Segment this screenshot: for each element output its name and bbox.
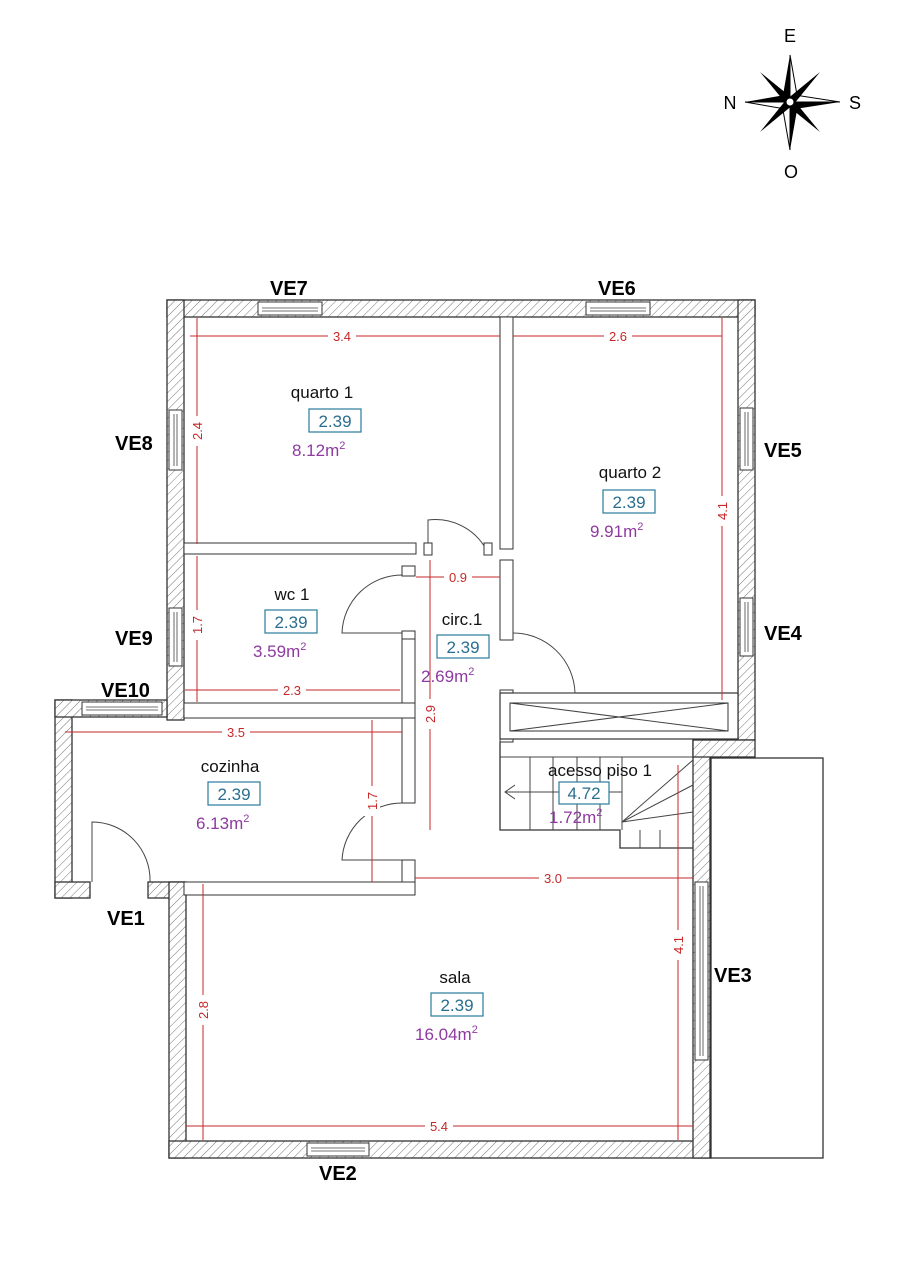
room-name: cozinha bbox=[201, 757, 260, 776]
window-label-ve3: VE3 bbox=[714, 965, 752, 987]
dim-quarto2-width: 2.6 bbox=[609, 329, 627, 344]
room-height: 2.39 bbox=[274, 613, 307, 632]
compass-east-label: E bbox=[784, 26, 796, 46]
compass-west-label: O bbox=[784, 162, 798, 182]
window-label-ve6: VE6 bbox=[598, 278, 636, 300]
room-height: 2.39 bbox=[318, 412, 351, 431]
dim-cozinha-height: 1.7 bbox=[365, 792, 380, 810]
window-label-ve10: VE10 bbox=[101, 680, 150, 702]
window-labels: VE1 VE2 VE3 VE4 VE5 VE6 VE7 VE8 VE9 VE10 bbox=[101, 278, 803, 1185]
room-quarto2: quarto 2 2.39 9.91m2 bbox=[590, 463, 661, 541]
window-label-ve7: VE7 bbox=[270, 278, 308, 300]
room-area: 8.12m2 bbox=[292, 440, 345, 460]
door-wc bbox=[341, 574, 403, 634]
interior-walls bbox=[183, 316, 739, 896]
room-name: sala bbox=[439, 968, 471, 987]
dim-cozinha-width: 3.5 bbox=[227, 725, 245, 740]
room-cozinha: cozinha 2.39 6.13m2 bbox=[196, 757, 261, 833]
window-label-ve2: VE2 bbox=[319, 1163, 357, 1185]
door-quarto1 bbox=[427, 519, 487, 550]
terrace bbox=[710, 757, 824, 1159]
window-label-ve4: VE4 bbox=[764, 623, 803, 645]
room-height: 2.39 bbox=[440, 996, 473, 1015]
room-name: quarto 2 bbox=[599, 463, 661, 482]
door-cozinha bbox=[341, 802, 403, 861]
room-height: 2.39 bbox=[612, 493, 645, 512]
dim-quarto2-height: 4.1 bbox=[715, 502, 730, 520]
windows bbox=[81, 301, 754, 1157]
room-wc1: wc 1 2.39 3.59m2 bbox=[253, 585, 318, 661]
dim-circ-height: 2.9 bbox=[423, 705, 438, 723]
room-name: quarto 1 bbox=[291, 383, 353, 402]
room-circ1: circ.1 2.39 2.69m2 bbox=[421, 610, 490, 686]
compass-south-label: S bbox=[849, 93, 861, 113]
room-area: 6.13m2 bbox=[196, 813, 249, 833]
room-acesso-piso-1: acesso piso 1 4.72 1.72m2 bbox=[548, 761, 652, 827]
room-area: 3.59m2 bbox=[253, 641, 306, 661]
doors bbox=[91, 519, 576, 883]
dim-quarto1-width: 3.4 bbox=[333, 329, 351, 344]
room-area: 2.69m2 bbox=[421, 666, 474, 686]
dim-wc-height: 1.7 bbox=[190, 616, 205, 634]
dim-sala-top: 3.0 bbox=[544, 871, 562, 886]
room-area: 16.04m2 bbox=[415, 1024, 478, 1044]
dim-sala-right: 4.1 bbox=[671, 936, 686, 954]
dim-wc-width: 2.3 bbox=[283, 683, 301, 698]
dim-quarto1-height: 2.4 bbox=[190, 422, 205, 440]
room-name: acesso piso 1 bbox=[548, 761, 652, 780]
window-label-ve5: VE5 bbox=[764, 440, 802, 462]
dimension-labels: 3.4 2.6 2.4 4.1 0.9 1.7 2.3 2.9 3.5 1.7 … bbox=[189, 327, 730, 1135]
window-label-ve9: VE9 bbox=[115, 628, 153, 650]
room-area: 1.72m2 bbox=[549, 807, 602, 827]
door-entrance bbox=[91, 821, 151, 883]
room-sala: sala 2.39 16.04m2 bbox=[415, 968, 484, 1044]
room-name: circ.1 bbox=[442, 610, 483, 629]
room-height: 4.72 bbox=[567, 784, 600, 803]
compass-north-label: N bbox=[724, 93, 737, 113]
window-label-ve8: VE8 bbox=[115, 433, 153, 455]
dim-sala-bottom: 5.4 bbox=[430, 1119, 448, 1134]
room-height: 2.39 bbox=[217, 785, 250, 804]
room-height: 2.39 bbox=[446, 638, 479, 657]
room-area: 9.91m2 bbox=[590, 521, 643, 541]
dim-circ-width: 0.9 bbox=[449, 570, 467, 585]
room-quarto1: quarto 1 2.39 8.12m2 bbox=[291, 383, 362, 460]
door-quarto2 bbox=[512, 632, 576, 694]
window-label-ve1: VE1 bbox=[107, 908, 145, 930]
room-name: wc 1 bbox=[274, 585, 310, 604]
compass-rose: E N S O bbox=[724, 26, 862, 182]
dim-sala-left: 2.8 bbox=[196, 1001, 211, 1019]
